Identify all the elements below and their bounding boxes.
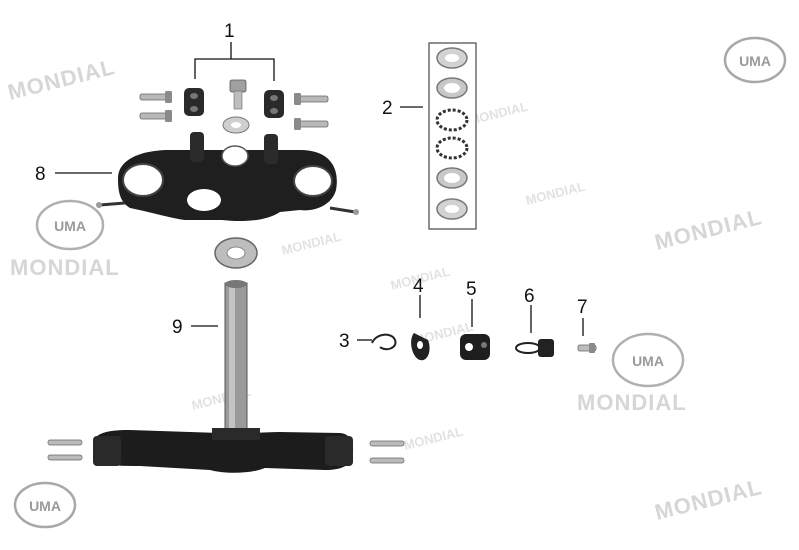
- bolt-icon: [47, 439, 83, 446]
- svg-text:UMA: UMA: [54, 218, 86, 234]
- bolt-icon: [369, 440, 405, 447]
- bolt-icon: [294, 118, 329, 130]
- watermark-text: MONDIAL: [5, 54, 117, 105]
- part-7-screw: [577, 343, 597, 353]
- part-2-bearing-set: [428, 42, 477, 230]
- svg-text:UMA: UMA: [632, 353, 664, 369]
- uma-logo: UMA: [611, 332, 685, 388]
- part-9-lower-triple-clamp: [47, 280, 405, 473]
- stem-nut-icon: [214, 237, 258, 269]
- uma-logo: UMA: [13, 481, 77, 529]
- part-6-clamp-with-ring: [515, 339, 554, 357]
- bolt-icon: [139, 91, 172, 103]
- callout-1: 1: [224, 21, 235, 42]
- part-5-bracket: [460, 334, 490, 360]
- washer-icon: [222, 116, 250, 134]
- center-bolt-icon: [229, 79, 247, 110]
- watermark-text: MONDIAL: [10, 255, 120, 280]
- callout-6: 6: [524, 286, 535, 307]
- part-4-cable-clip: [411, 333, 430, 361]
- part-3-spring-clip: [371, 333, 397, 351]
- callout-7: 7: [577, 297, 588, 318]
- clamp-icon: [264, 90, 284, 118]
- callout-8: 8: [35, 164, 46, 185]
- bolt-icon: [294, 93, 329, 105]
- uma-logo: UMA: [723, 36, 787, 84]
- callout-4: 4: [413, 276, 424, 297]
- callout-3: 3: [339, 331, 350, 352]
- bolt-icon: [139, 110, 172, 122]
- clamp-icon: [184, 88, 204, 116]
- callout-labels: 1 2 3 4 5 6 7 8 9: [35, 21, 588, 352]
- watermark-text: MONDIAL: [280, 229, 343, 258]
- bolt-icon: [47, 454, 83, 461]
- bearing-set-box: [428, 42, 477, 230]
- bolt-icon: [369, 457, 405, 464]
- svg-text:UMA: UMA: [29, 498, 61, 514]
- watermark-text: MONDIAL: [402, 424, 465, 453]
- watermark-text: MONDIAL: [652, 204, 764, 255]
- watermark-text: MONDIAL: [577, 390, 687, 415]
- leader-lines: [55, 42, 584, 341]
- svg-text:UMA: UMA: [739, 53, 771, 69]
- watermark-text: MONDIAL: [652, 474, 764, 525]
- uma-logo: UMA: [35, 199, 105, 251]
- part-1-handlebar-clamp-group: [139, 79, 329, 134]
- callout-9: 9: [172, 317, 183, 338]
- part-8-upper-triple-clamp: [96, 132, 359, 222]
- callout-5: 5: [466, 279, 477, 300]
- callout-2: 2: [382, 98, 393, 119]
- watermark-text: MONDIAL: [524, 179, 587, 208]
